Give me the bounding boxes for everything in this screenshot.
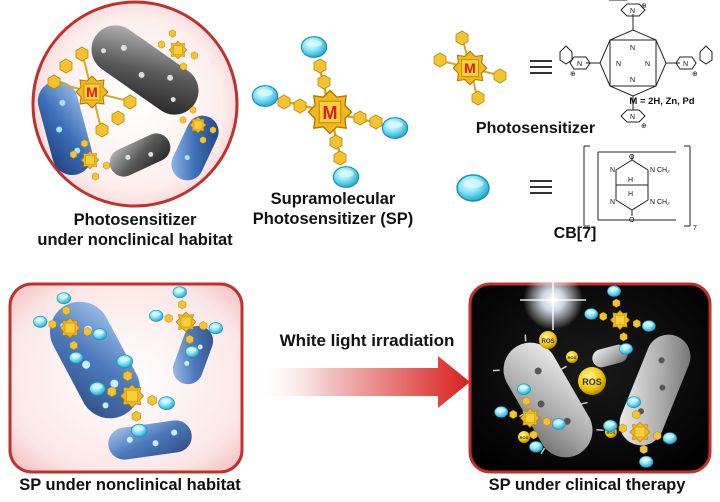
core-label: M bbox=[86, 84, 98, 100]
caption-line: Photosensitizer bbox=[73, 211, 197, 229]
nonclinical-photosensitizer-panel: M bbox=[31, 0, 239, 208]
caption-line: Photosensitizer (SP) bbox=[252, 209, 414, 228]
svg-text:N: N bbox=[683, 61, 688, 68]
light-flare-icon bbox=[520, 270, 586, 330]
porphyrin-core-icon: M bbox=[47, 46, 137, 138]
cb7-ring-icon bbox=[381, 117, 409, 139]
bacterium-icon bbox=[492, 334, 604, 458]
svg-text:N: N bbox=[630, 114, 635, 121]
svg-text:O: O bbox=[629, 154, 635, 161]
sp-core-label: M bbox=[323, 103, 338, 123]
caption-line: Supramolecular bbox=[270, 190, 396, 208]
svg-text:N: N bbox=[645, 61, 650, 68]
svg-text:CH₂: CH₂ bbox=[657, 167, 670, 174]
porphyrin-structure bbox=[559, 0, 713, 123]
photosensitizer-core-label: M bbox=[464, 60, 476, 76]
ros-bubble-icon: ROS bbox=[539, 331, 557, 349]
ros-bubble-icon: ROS bbox=[518, 431, 530, 443]
svg-text:ROS: ROS bbox=[607, 430, 616, 435]
ros-bubble-icon: ROS bbox=[566, 351, 578, 363]
cb7-ring-icon bbox=[332, 166, 360, 188]
bacterium-icon bbox=[108, 420, 192, 460]
svg-text:⊕: ⊕ bbox=[641, 123, 647, 130]
bacterium-icon bbox=[592, 344, 628, 368]
svg-text:N: N bbox=[650, 199, 655, 206]
equivalence-sign bbox=[530, 180, 552, 194]
svg-text:ROS: ROS bbox=[582, 377, 602, 387]
svg-text:CH₂: CH₂ bbox=[657, 199, 670, 206]
bacterium-icon bbox=[37, 80, 93, 176]
ros-bubble-icon: ROS bbox=[578, 367, 606, 395]
cb7-caption: CB[7] bbox=[553, 225, 597, 242]
cb7-symbol bbox=[456, 174, 490, 202]
sp-clinical-panel: ROS ROS ROS ROS ROS bbox=[468, 270, 712, 474]
caption-line: under nonclinical habitat bbox=[37, 230, 233, 249]
svg-text:H: H bbox=[628, 177, 633, 184]
photosensitizer-caption: Photosensitizer bbox=[475, 120, 596, 137]
svg-text:H: H bbox=[628, 191, 633, 198]
svg-text:N: N bbox=[616, 61, 621, 68]
svg-text:O: O bbox=[629, 217, 635, 224]
white-light-caption: White light irradiation bbox=[279, 331, 455, 350]
sp-clinical-caption: SP under clinical therapy bbox=[488, 476, 686, 494]
irradiation-arrow bbox=[252, 356, 470, 408]
porphyrin-atom-labels: N N N N N N N N ⊕ ⊕ ⊕ ⊕ bbox=[570, 3, 698, 130]
sp-nonclinical-caption: SP under nonclinical habitat bbox=[19, 476, 241, 494]
svg-text:N: N bbox=[630, 45, 635, 52]
cb7-atom-labels: O O N N N N H H CH₂ CH₂ 7 bbox=[610, 154, 697, 232]
svg-text:N: N bbox=[610, 167, 615, 174]
svg-text:⊕: ⊕ bbox=[692, 71, 698, 78]
supramolecular-photosensitizer-icon: M bbox=[251, 36, 409, 188]
svg-text:ROS: ROS bbox=[520, 435, 529, 440]
sp-nonclinical-panel bbox=[8, 282, 244, 474]
equivalence-sign bbox=[530, 60, 552, 74]
photosensitizer-symbol: M bbox=[433, 30, 507, 106]
svg-text:N: N bbox=[630, 8, 635, 15]
supramolecular-caption: Supramolecular Photosensitizer (SP) bbox=[248, 190, 418, 230]
svg-text:N: N bbox=[577, 61, 582, 68]
svg-text:N: N bbox=[610, 199, 615, 206]
bacterium-icon bbox=[109, 133, 171, 177]
cb7-ring-icon bbox=[251, 85, 279, 107]
svg-text:⊕: ⊕ bbox=[641, 3, 647, 10]
svg-text:ROS: ROS bbox=[568, 355, 577, 360]
cb7-structure bbox=[583, 145, 691, 227]
cb7-ring-icon bbox=[300, 36, 328, 58]
photosensitizer-nonclinical-caption: Photosensitizer under nonclinical habita… bbox=[30, 211, 240, 251]
svg-text:N: N bbox=[630, 77, 635, 84]
svg-text:7: 7 bbox=[693, 225, 697, 232]
bacterium-icon bbox=[91, 25, 199, 115]
svg-text:⊕: ⊕ bbox=[570, 71, 576, 78]
metal-note: M = 2H, Zn, Pd bbox=[629, 96, 694, 107]
svg-text:ROS: ROS bbox=[541, 339, 554, 345]
svg-text:N: N bbox=[650, 167, 655, 174]
